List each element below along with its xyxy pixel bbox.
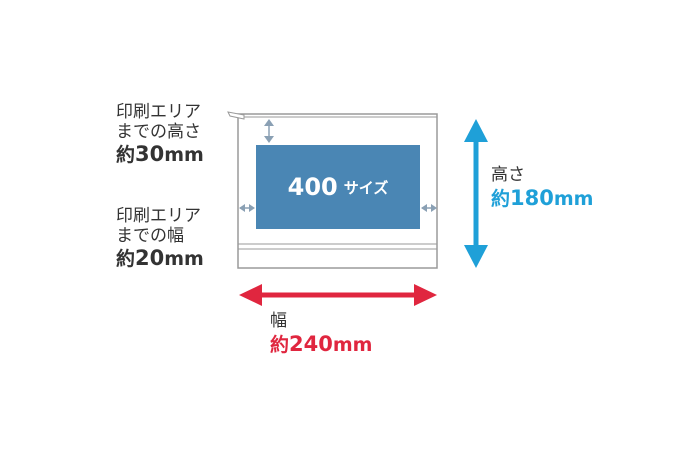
height-arrow — [464, 119, 488, 268]
side-margin-line1: 印刷エリア — [116, 206, 201, 226]
width-value: 約240mm — [270, 331, 373, 356]
height-value: 約180mm — [491, 185, 594, 210]
width-arrow — [239, 284, 437, 306]
print-area-label: 400 サイズ — [256, 145, 420, 229]
side-margin-value: 約20mm — [116, 246, 204, 271]
print-area-size-number: 400 — [287, 173, 338, 201]
right-margin-arrow — [421, 204, 437, 212]
top-margin-line1: 印刷エリア — [116, 102, 201, 122]
top-margin-line2: までの高さ — [116, 121, 201, 142]
top-margin-label: 印刷エリア までの高さ 約30mm — [116, 102, 204, 167]
print-area — [256, 145, 420, 229]
top-margin-arrow — [264, 119, 274, 143]
side-margin-label: 印刷エリア までの幅 約20mm — [116, 206, 204, 271]
height-label: 高さ 約180mm — [491, 165, 594, 210]
top-margin-value: 約30mm — [116, 142, 204, 167]
print-area-size-suffix: サイズ — [343, 178, 389, 197]
height-title: 高さ — [491, 165, 525, 185]
side-margin-line2: までの幅 — [116, 225, 184, 246]
left-margin-arrow — [239, 204, 255, 212]
width-label: 幅 約240mm — [270, 311, 373, 356]
width-title: 幅 — [270, 311, 287, 331]
zipper-pull-icon — [227, 111, 245, 120]
